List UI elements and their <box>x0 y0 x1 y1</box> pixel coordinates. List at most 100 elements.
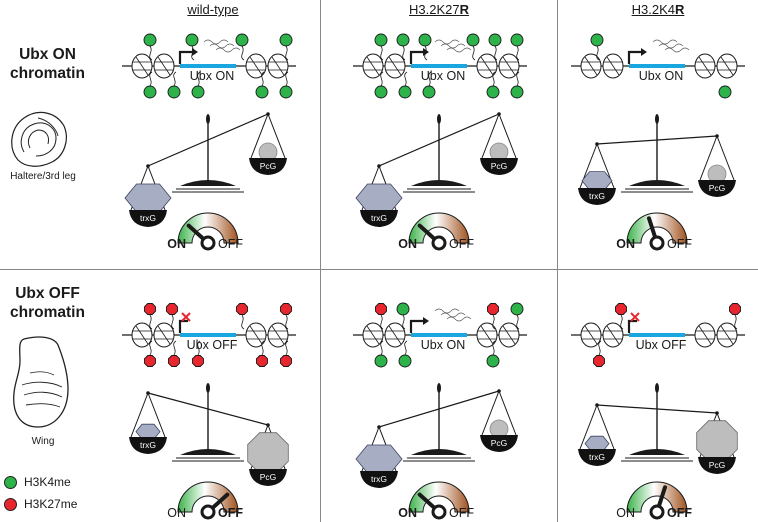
h3k27me-mark-icon <box>375 303 387 315</box>
rna-transcript-icon <box>658 43 684 49</box>
histone-tail <box>149 314 153 330</box>
trxg-label: trxG <box>371 474 387 484</box>
histone-tail <box>734 314 738 330</box>
h3k4me-mark-icon <box>396 302 410 316</box>
gauge-hub <box>649 235 665 251</box>
gauge-arc <box>408 212 470 244</box>
tissue-label-wing: Wing <box>31 436 55 447</box>
tissue-label-haltere: Haltere/3rd leg <box>10 171 76 182</box>
gene-label: Ubx ON <box>421 69 465 83</box>
nucleosome-icon <box>580 53 602 79</box>
h3k4me-mark-icon <box>374 33 388 47</box>
tss-arrowhead-icon <box>641 48 647 56</box>
histone-tail <box>241 45 245 61</box>
gauge-hub <box>200 504 216 520</box>
h3k4me-mark-icon <box>422 85 436 99</box>
gauge-on-label: ON <box>616 237 635 251</box>
gene-label: Ubx OFF <box>636 338 687 352</box>
gauge-off-label: OFF <box>667 237 692 251</box>
histone-tail <box>492 71 496 87</box>
rna-transcript-icon <box>203 39 229 45</box>
pcg-label: PcG <box>709 460 726 470</box>
h3k27me-mark-icon <box>615 303 627 315</box>
pan-string <box>716 135 735 181</box>
scale-pan <box>129 210 167 227</box>
histone-tail <box>285 45 289 61</box>
tss-arrow-icon <box>409 319 423 333</box>
histone-tail <box>197 71 201 87</box>
scale-pan <box>249 158 287 175</box>
column-header-k27r: H3.2K27R <box>409 2 469 17</box>
h3k27me-mark-icon <box>256 355 268 367</box>
pan-string <box>481 390 500 436</box>
repressed-cross-icon <box>630 312 640 322</box>
histone-tail <box>285 340 289 356</box>
h3k27me-mark-icon <box>236 303 248 315</box>
pcg-weight-icon <box>247 432 289 474</box>
histone-tail <box>261 71 265 87</box>
scale-base <box>411 449 467 455</box>
h3k27me-mark-icon <box>166 303 178 315</box>
pan-string <box>596 404 615 450</box>
rna-transcript-icon <box>440 312 466 318</box>
gauge-on-label: ON <box>616 506 635 520</box>
gauge-off-label: OFF <box>218 237 243 251</box>
tss-arrowhead-icon <box>423 48 429 56</box>
h3k4me-mark-icon <box>510 85 524 99</box>
grid-vline-1 <box>320 0 321 522</box>
repressed-cross-icon <box>181 312 191 322</box>
histone-tail <box>492 340 496 356</box>
trxg-label: trxG <box>140 213 156 223</box>
h3k4me-mark-icon <box>167 85 181 99</box>
h3k27me-mark-icon <box>144 355 156 367</box>
nucleosome-icon <box>153 53 175 79</box>
h3k27me-mark-icon <box>168 355 180 367</box>
nucleosome-icon <box>153 322 175 348</box>
tss-arrow-icon <box>627 50 641 64</box>
tss-arrow-icon <box>178 319 188 333</box>
h3k27me-mark-icon <box>593 355 605 367</box>
pan-string <box>498 390 517 436</box>
h3k4me-mark-icon <box>143 85 157 99</box>
histone-tail <box>380 71 384 87</box>
rna-transcript-icon <box>446 47 472 53</box>
nucleosome-icon <box>131 53 153 79</box>
h3k4me-mark-icon <box>191 85 205 99</box>
gauge-hub <box>649 504 665 520</box>
scale-finial <box>206 383 210 393</box>
nucleosome-icon <box>476 322 498 348</box>
rna-transcript-icon <box>434 39 460 45</box>
histone-tail <box>428 71 432 87</box>
grid-vline-2 <box>557 0 558 522</box>
scale-base <box>629 180 685 186</box>
gauge-on-label: ON <box>398 237 417 251</box>
h3k4me-mark-icon <box>235 33 249 47</box>
trxg-label: trxG <box>589 452 605 462</box>
h3k4me-mark-icon <box>374 85 388 99</box>
nucleosome-icon <box>362 322 384 348</box>
legend-h3k27me: H3K27me <box>4 497 77 511</box>
pan-string <box>699 135 718 181</box>
gene-label: Ubx ON <box>639 69 683 83</box>
h3k4me-mark-icon <box>398 85 412 99</box>
gauge-on-label: ON <box>167 506 186 520</box>
gauge-hub <box>431 235 447 251</box>
pan-string <box>130 392 149 438</box>
rna-transcript-icon <box>215 47 241 53</box>
histone-tail <box>149 340 153 356</box>
scale-pan <box>480 158 518 175</box>
h3k27me-mark-icon <box>280 303 292 315</box>
h3k4me-mark-icon <box>143 33 157 47</box>
histone-tail <box>173 71 177 87</box>
tss-arrow-icon <box>627 319 637 333</box>
nucleosome-icon <box>694 53 716 79</box>
legend-h3k4me: H3K4me <box>4 475 71 489</box>
h3k4me-mark-icon <box>466 33 480 47</box>
trxg-label: trxG <box>140 440 156 450</box>
histone-tail <box>516 45 520 61</box>
trxg-label: trxG <box>371 213 387 223</box>
scale-base <box>180 180 236 186</box>
gene-label: Ubx OFF <box>187 338 238 352</box>
